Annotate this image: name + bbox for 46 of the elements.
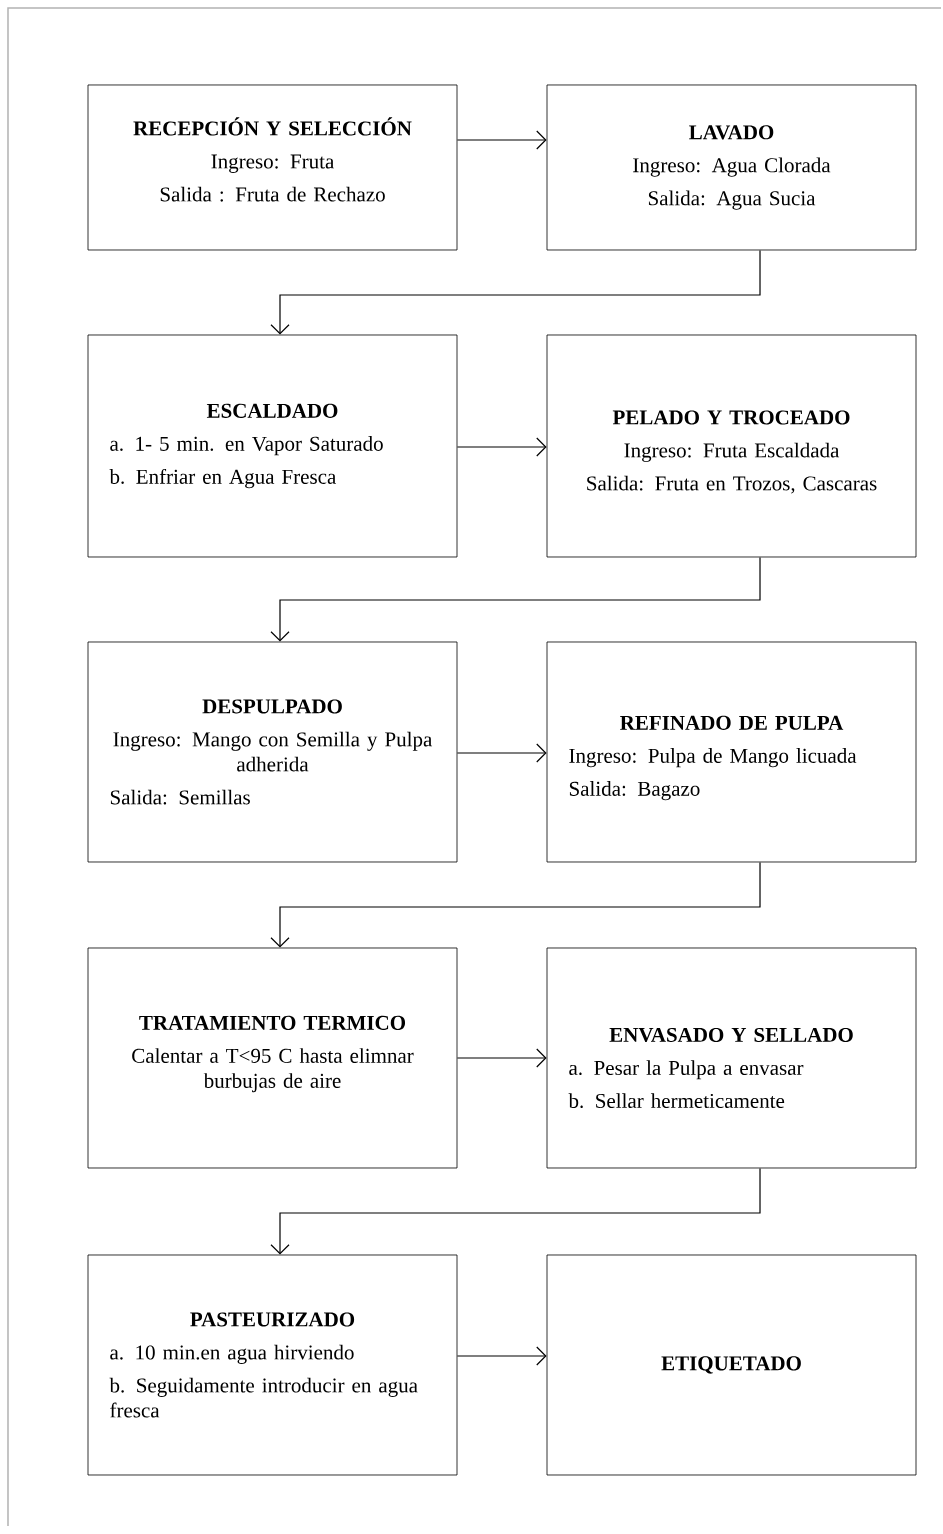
node-label: Salida: Bagazo: [569, 781, 700, 801]
process-box: [87, 1254, 458, 1476]
node-label: Ingreso: Mango con Semilla y Pulpa adherida: [113, 731, 433, 772]
node-label: a. Pesar la Pulpa a envasar: [569, 1060, 804, 1080]
process-box: [546, 84, 917, 251]
node-label: DESPULPADO: [202, 699, 342, 714]
node-label: Salida: Semillas: [110, 789, 250, 805]
arrow: [456, 130, 547, 150]
node-label: b. Sellar hermeticamente: [568, 1093, 785, 1109]
node-label: RECEPCIÓN Y SELECCIÓN: [133, 117, 412, 136]
node-label: Ingreso: Fruta Escaldada: [624, 442, 840, 462]
node-label: Calentar a T<95 C hasta elimnar burbujas de aire: [132, 1048, 414, 1093]
arrow: [270, 249, 761, 335]
node-label: ESCALDADO: [206, 403, 338, 418]
node-label: REFINADO DE PULPA: [620, 715, 844, 730]
node-label: Salida: Fruta en Trozos, Cascaras: [587, 475, 877, 494]
arrow: [270, 1167, 761, 1255]
node-label: PASTEURIZADO: [190, 1312, 355, 1327]
process-box: [546, 947, 917, 1169]
process-box: [546, 1254, 917, 1476]
arrow: [456, 437, 547, 457]
process-box: [87, 947, 458, 1169]
node-label: Ingreso: Agua Clorada: [633, 157, 831, 177]
node-label: TRATAMIENTO TERMICO: [139, 1015, 406, 1030]
process-box: [546, 641, 917, 863]
node-label: a. 10 min.en agua hirviendo: [110, 1344, 354, 1364]
node-label: Salida : Fruta de Rechazo: [160, 186, 385, 202]
node-label: ENVASADO Y SELLADO: [609, 1027, 853, 1043]
node-label: Salida: Agua Sucia: [648, 190, 816, 210]
arrow: [456, 1048, 547, 1068]
arrow: [270, 861, 761, 948]
node-label: PELADO Y TROCEADO: [612, 410, 850, 425]
process-box: [87, 641, 458, 863]
arrow: [270, 556, 761, 642]
arrow: [456, 743, 547, 763]
node-label: LAVADO: [689, 125, 774, 140]
process-box: [546, 334, 917, 558]
arrow: [456, 1346, 547, 1366]
node-label: Ingreso: Pulpa de Mango licuada: [569, 748, 857, 768]
node-label: a. 1- 5 min. en Vapor Saturado: [110, 436, 383, 456]
node-label: b. Seguidamente introducir en agua fresca: [109, 1377, 418, 1418]
process-box: [87, 84, 458, 251]
node-label: ETIQUETADO: [661, 1356, 801, 1374]
node-label: Ingreso: Fruta: [211, 154, 335, 173]
process-box: [87, 334, 458, 558]
node-label: b. Enfriar en Agua Fresca: [109, 468, 337, 489]
